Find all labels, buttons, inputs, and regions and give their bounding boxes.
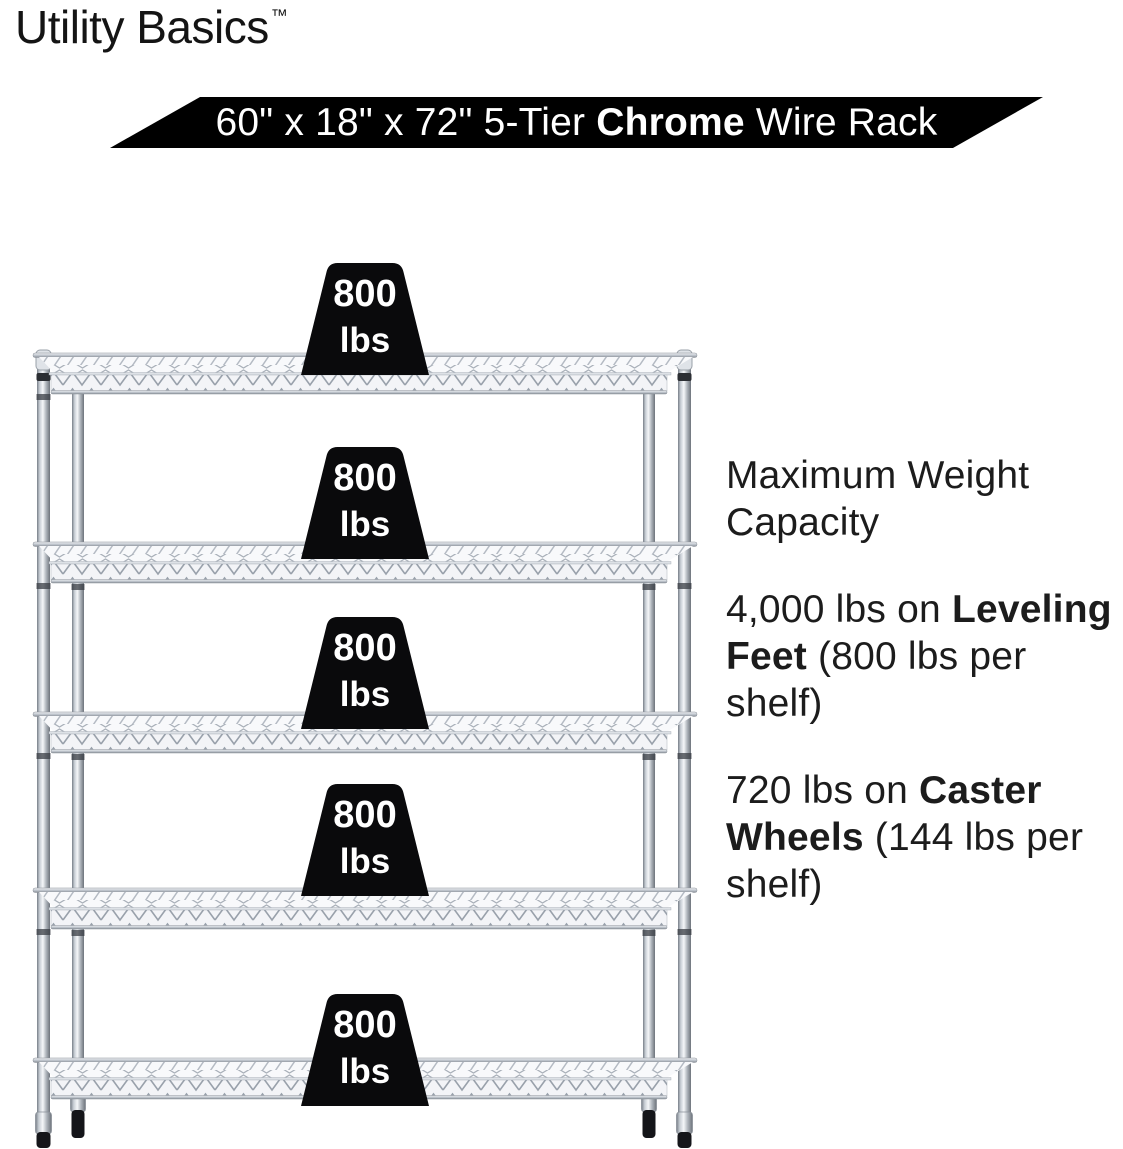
weight-shape <box>301 784 429 896</box>
weight-marker-4: 800 lbs <box>301 778 429 896</box>
caster-line-1-bold: Caster <box>919 769 1042 812</box>
weight-shape <box>301 263 429 375</box>
banner-text-pre: 60" x 18" x 72" 5-Tier <box>215 100 597 144</box>
weight-value: 800 <box>333 1004 397 1046</box>
weight-unit: lbs <box>339 675 391 714</box>
leveling-line-1: 4,000 lbs on Leveling <box>726 586 1123 633</box>
leveling-line-1-text: 4,000 lbs on <box>726 588 952 631</box>
heading-line-1: Maximum Weight <box>726 454 1030 497</box>
brand-name: Utility Basics <box>15 1 269 53</box>
caster-line-1-text: 720 lbs on <box>726 769 920 812</box>
weight-value: 800 <box>333 273 397 315</box>
leveling-foot <box>71 1110 85 1138</box>
rack-post-back-right <box>676 349 693 1148</box>
wire-rack-illustration <box>32 349 698 1148</box>
leveling-line-2: Feet (800 lbs per <box>726 633 1123 680</box>
weight-value: 800 <box>333 457 397 499</box>
capacity-heading: Maximum Weight Capacity <box>726 452 1123 546</box>
weight-unit: lbs <box>339 1052 391 1091</box>
weight-marker-5: 800 lbs <box>301 988 429 1106</box>
rack-post-front-left <box>70 381 86 1138</box>
caster-line-2-bold: Wheels <box>726 816 864 859</box>
weight-value: 800 <box>333 627 397 669</box>
leveling-foot <box>677 1132 692 1148</box>
rack-post-back-left <box>35 349 52 1148</box>
weight-unit: lbs <box>339 505 391 544</box>
capacity-info: Maximum Weight Capacity 4,000 lbs on Lev… <box>726 452 1123 908</box>
banner-text-bold: Chrome <box>596 100 745 144</box>
leveling-line-2-bold: Feet <box>726 635 807 678</box>
banner-text-post: Wire Rack <box>744 100 938 144</box>
leveling-line-2-text: (800 lbs per <box>807 635 1027 678</box>
leveling-line-1-bold: Leveling <box>951 588 1112 631</box>
weight-shape <box>301 994 429 1106</box>
caster-line-1: 720 lbs on Caster <box>726 767 1123 814</box>
leveling-line-3: shelf) <box>726 682 823 725</box>
caster-wheels-capacity: 720 lbs on Caster Wheels (144 lbs per sh… <box>726 767 1123 908</box>
weight-unit: lbs <box>339 842 391 881</box>
leveling-feet-capacity: 4,000 lbs on Leveling Feet (800 lbs per … <box>726 586 1123 727</box>
rack-post-front-right <box>641 381 657 1138</box>
weight-shape <box>301 447 429 559</box>
weight-unit: lbs <box>339 321 391 360</box>
trademark-symbol: ™ <box>270 6 288 25</box>
caster-line-2-text: (144 lbs per <box>863 816 1084 859</box>
weight-value: 800 <box>333 794 397 836</box>
caster-line-3: shelf) <box>726 863 823 906</box>
leveling-foot <box>642 1110 656 1138</box>
weight-marker-2: 800 lbs <box>301 441 429 559</box>
leveling-foot <box>36 1132 51 1148</box>
title-banner: 60" x 18" x 72" 5-Tier Chrome Wire Rack <box>110 97 1043 148</box>
heading-line-2: Capacity <box>726 501 880 544</box>
caster-line-2: Wheels (144 lbs per <box>726 814 1123 861</box>
weight-marker-1: 800 lbs <box>301 257 429 375</box>
weight-shape <box>301 617 429 729</box>
weight-marker-3: 800 lbs <box>301 611 429 729</box>
